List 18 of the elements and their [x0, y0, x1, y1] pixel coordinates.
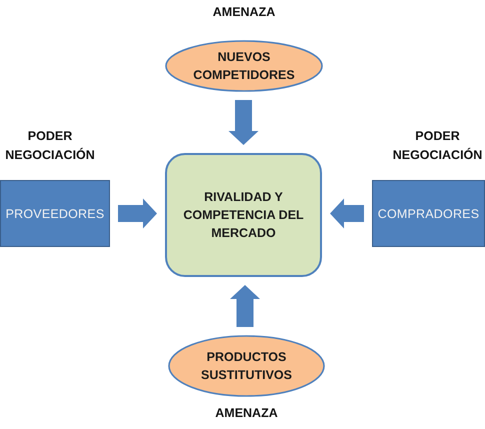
block-arrow: [228, 100, 258, 145]
block-arrow: [118, 198, 157, 228]
process-box: [372, 180, 485, 247]
rounded-box: [165, 153, 322, 277]
node-label: RIVALIDAD Y COMPETENCIA DEL MERCADO: [182, 189, 305, 242]
node-label: PRODUCTOS SUSTITUTIVOS: [200, 349, 293, 384]
block-arrow: [230, 285, 260, 327]
node-caption: AMENAZA: [214, 405, 279, 422]
node-label: NUEVOS COMPETIDORES: [192, 49, 296, 84]
oval-shape: [168, 335, 325, 397]
node-caption: PODER NEGOCIACIÓN: [392, 128, 484, 164]
node-caption: AMENAZA: [212, 4, 276, 21]
node-label: PROVEEDORES: [6, 206, 104, 222]
process-box: [0, 180, 110, 247]
block-arrow: [330, 198, 364, 228]
node-caption: PODER NEGOCIACIÓN: [4, 128, 96, 164]
node-label: COMPRADORES: [378, 206, 480, 222]
oval-shape: [165, 40, 323, 92]
